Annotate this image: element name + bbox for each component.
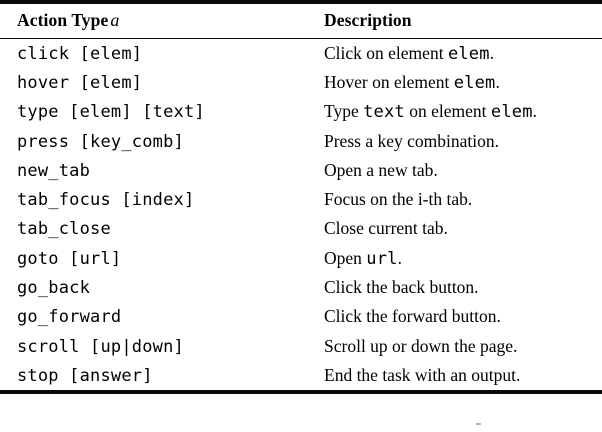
action-cell: press [key_comb] <box>0 126 324 155</box>
description-text: Close current tab. <box>324 218 448 239</box>
table-row: go_forward Click the forward button. <box>0 302 602 331</box>
description-cell: Scroll up or down the page. <box>324 331 602 360</box>
description-text: Click the forward button. <box>324 306 501 327</box>
action-code: type [elem] [text] <box>17 102 205 123</box>
description-text: . <box>495 71 500 92</box>
action-cell: stop [answer] <box>0 361 324 392</box>
action-cell: tab_focus [index] <box>0 185 324 214</box>
table-row: goto [url] Open url. <box>0 244 602 273</box>
description-text: . <box>489 42 495 63</box>
table-row: new_tab Open a new tab. <box>0 156 602 185</box>
description-text: Open <box>324 247 367 268</box>
description-cell: Click the back button. <box>324 273 602 302</box>
description-text: Type <box>324 101 364 122</box>
description-text: Press a key combination. <box>324 130 499 151</box>
description-cell: Hover on element elem. <box>324 68 602 97</box>
description-cell: Click on element elem. <box>324 38 602 68</box>
action-code: tab_focus [index] <box>17 190 195 211</box>
description-cell: Click the forward button. <box>324 302 602 331</box>
table-row: hover [elem] Hover on element elem. <box>0 68 602 97</box>
header-description: Description <box>324 2 602 38</box>
table-row: press [key_comb] Press a key combination. <box>0 126 602 155</box>
action-code: new_tab <box>17 160 91 181</box>
inline-code: url <box>366 248 398 269</box>
description-text: Scroll up or down the page. <box>324 335 518 356</box>
cropped-text-fragment <box>476 423 481 425</box>
description-text: Focus on the i-th tab. <box>324 189 473 210</box>
action-code: stop [answer] <box>17 365 153 386</box>
math-variable-a: a <box>110 10 120 31</box>
action-code: goto [url] <box>17 248 122 269</box>
description-text: Click on element <box>324 42 448 63</box>
inline-code: elem <box>447 43 490 64</box>
description-text: . <box>532 101 538 122</box>
action-cell: click [elem] <box>0 38 324 68</box>
header-description-label: Description <box>324 10 412 31</box>
table-row: click [elem] Click on element elem. <box>0 38 602 68</box>
description-text: . <box>397 247 402 268</box>
action-code: go_forward <box>17 307 122 328</box>
description-text: Click the back button. <box>324 277 479 298</box>
action-code: scroll [up|down] <box>17 336 184 357</box>
action-cell: go_forward <box>0 302 324 331</box>
action-code: tab_close <box>17 219 111 240</box>
table-row: scroll [up|down] Scroll up or down the pa… <box>0 331 602 360</box>
table-row: stop [answer] End the task with an output… <box>0 361 602 392</box>
table-row: go_back Click the back button. <box>0 273 602 302</box>
description-text: Open a new tab. <box>324 159 438 180</box>
description-cell: Focus on the i-th tab. <box>324 185 602 214</box>
action-cell: scroll [up|down] <box>0 331 324 360</box>
action-code: go_back <box>17 278 91 299</box>
action-code: hover [elem] <box>17 72 143 93</box>
action-code: press [key_comb] <box>17 131 184 152</box>
action-cell: hover [elem] <box>0 68 324 97</box>
description-cell: Open url. <box>324 244 602 273</box>
description-text: End the task with an output. <box>324 364 521 385</box>
action-cell: new_tab <box>0 156 324 185</box>
description-cell: Open a new tab. <box>324 156 602 185</box>
description-text: Hover on element <box>324 71 454 92</box>
action-cell: type [elem] [text] <box>0 97 324 126</box>
description-cell: End the task with an output. <box>324 361 602 392</box>
description-text: on element <box>404 101 491 122</box>
table-row: tab_close Close current tab. <box>0 214 602 243</box>
description-cell: Type text on element elem. <box>324 97 602 126</box>
inline-code: text <box>363 102 405 123</box>
table-row: type [elem] [text] Type text on element e… <box>0 97 602 126</box>
description-cell: Press a key combination. <box>324 126 602 155</box>
header-action-type-label: Action Type <box>17 10 109 31</box>
inline-code: elem <box>490 102 533 123</box>
action-code: click [elem] <box>17 43 143 64</box>
action-cell: tab_close <box>0 214 324 243</box>
action-cell: go_back <box>0 273 324 302</box>
inline-code: elem <box>453 72 496 93</box>
action-cell: goto [url] <box>0 244 324 273</box>
description-cell: Close current tab. <box>324 214 602 243</box>
table-body: click [elem]Click on element elem.hover … <box>0 38 602 392</box>
table-row: tab_focus [index] Focus on the i-th tab. <box>0 185 602 214</box>
